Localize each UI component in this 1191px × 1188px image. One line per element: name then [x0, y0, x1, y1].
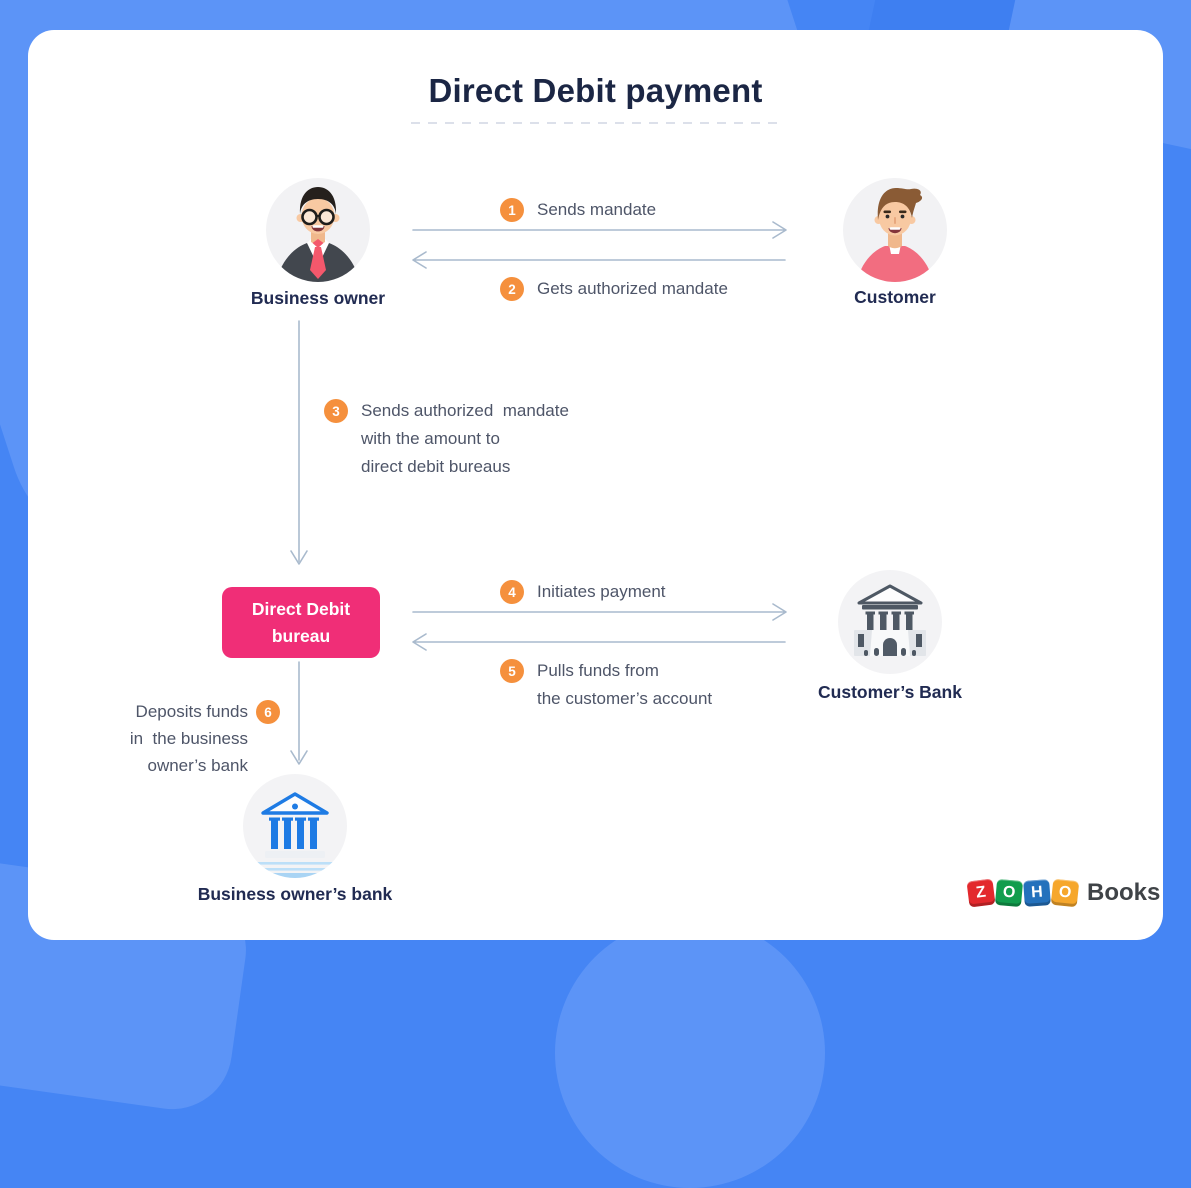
diagram-card: Direct Debit payment [28, 30, 1163, 940]
page-title: Direct Debit payment [428, 72, 763, 109]
step-6-text-line: in the business [129, 729, 248, 748]
step-4-text: Initiates payment [537, 582, 666, 601]
title-underline [411, 122, 782, 124]
zoho-logo-tile-z: Z [966, 878, 996, 908]
zoho-logo-tile-o2: O [1050, 878, 1080, 908]
step-3-text-line: with the amount to [361, 429, 500, 448]
step-5: 5 Pulls funds from the customer’s accoun… [500, 657, 712, 713]
step-1-number-badge: 1 [500, 198, 524, 222]
arrow-6-down [290, 661, 308, 765]
zoho-logo-tile-o1: O [994, 878, 1024, 908]
step-1-text: Sends mandate [537, 200, 657, 219]
business-owners-bank-icon [243, 774, 347, 878]
business-owners-bank-label: Business owner’s bank [197, 884, 393, 904]
zoho-books-logo: Z O H O Books [966, 878, 1161, 908]
step-4: 4 Initiates payment [500, 578, 666, 606]
step-6-text-line: owner’s bank [147, 756, 249, 775]
step-5-number-badge: 5 [500, 659, 524, 683]
step-6-text-line: Deposits funds [135, 702, 248, 721]
customers-bank-icon [838, 570, 942, 674]
flow-arrow-layer [290, 221, 787, 765]
bureau-label-line2: bureau [271, 625, 331, 646]
arrow-5-left [412, 633, 786, 651]
step-3: 3 Sends authorized mandate with the amou… [324, 397, 569, 481]
step-4-number-badge: 4 [500, 580, 524, 604]
arrow-2-left [412, 251, 786, 269]
step-1: 1 Sends mandate [500, 196, 656, 224]
customer-avatar-icon [843, 178, 947, 282]
zoho-logo-tile-h: H [1023, 879, 1051, 907]
step-3-text-line: direct debit bureaus [361, 457, 511, 476]
step-3-number-badge: 3 [324, 399, 348, 423]
step-6: Deposits funds in the business owner’s b… [58, 698, 248, 779]
bureau-label-line1: Direct Debit [251, 598, 351, 619]
step-5-text-line: the customer’s account [537, 689, 713, 708]
arrow-4-right [412, 603, 787, 621]
step-5-text-line: Pulls funds from [537, 661, 659, 680]
customer-label: Customer [854, 287, 936, 307]
background-blob-bottom-center [555, 918, 825, 1188]
step-2-number-badge: 2 [500, 277, 524, 301]
step-2-text: Gets authorized mandate [537, 279, 728, 298]
zoho-logo-suffix: Books [1087, 879, 1161, 906]
customers-bank-label: Customer’s Bank [818, 682, 962, 702]
arrow-3-down [290, 320, 308, 565]
business-owner-avatar-icon [266, 178, 370, 282]
step-6-number-badge: 6 [256, 700, 280, 724]
step-2: 2 Gets authorized mandate [500, 275, 728, 303]
direct-debit-bureau-node: Direct Debit bureau [222, 587, 380, 658]
step-3-text-line: Sends authorized mandate [361, 401, 569, 420]
business-owner-label: Business owner [250, 288, 386, 308]
arrow-1-right [412, 221, 787, 239]
